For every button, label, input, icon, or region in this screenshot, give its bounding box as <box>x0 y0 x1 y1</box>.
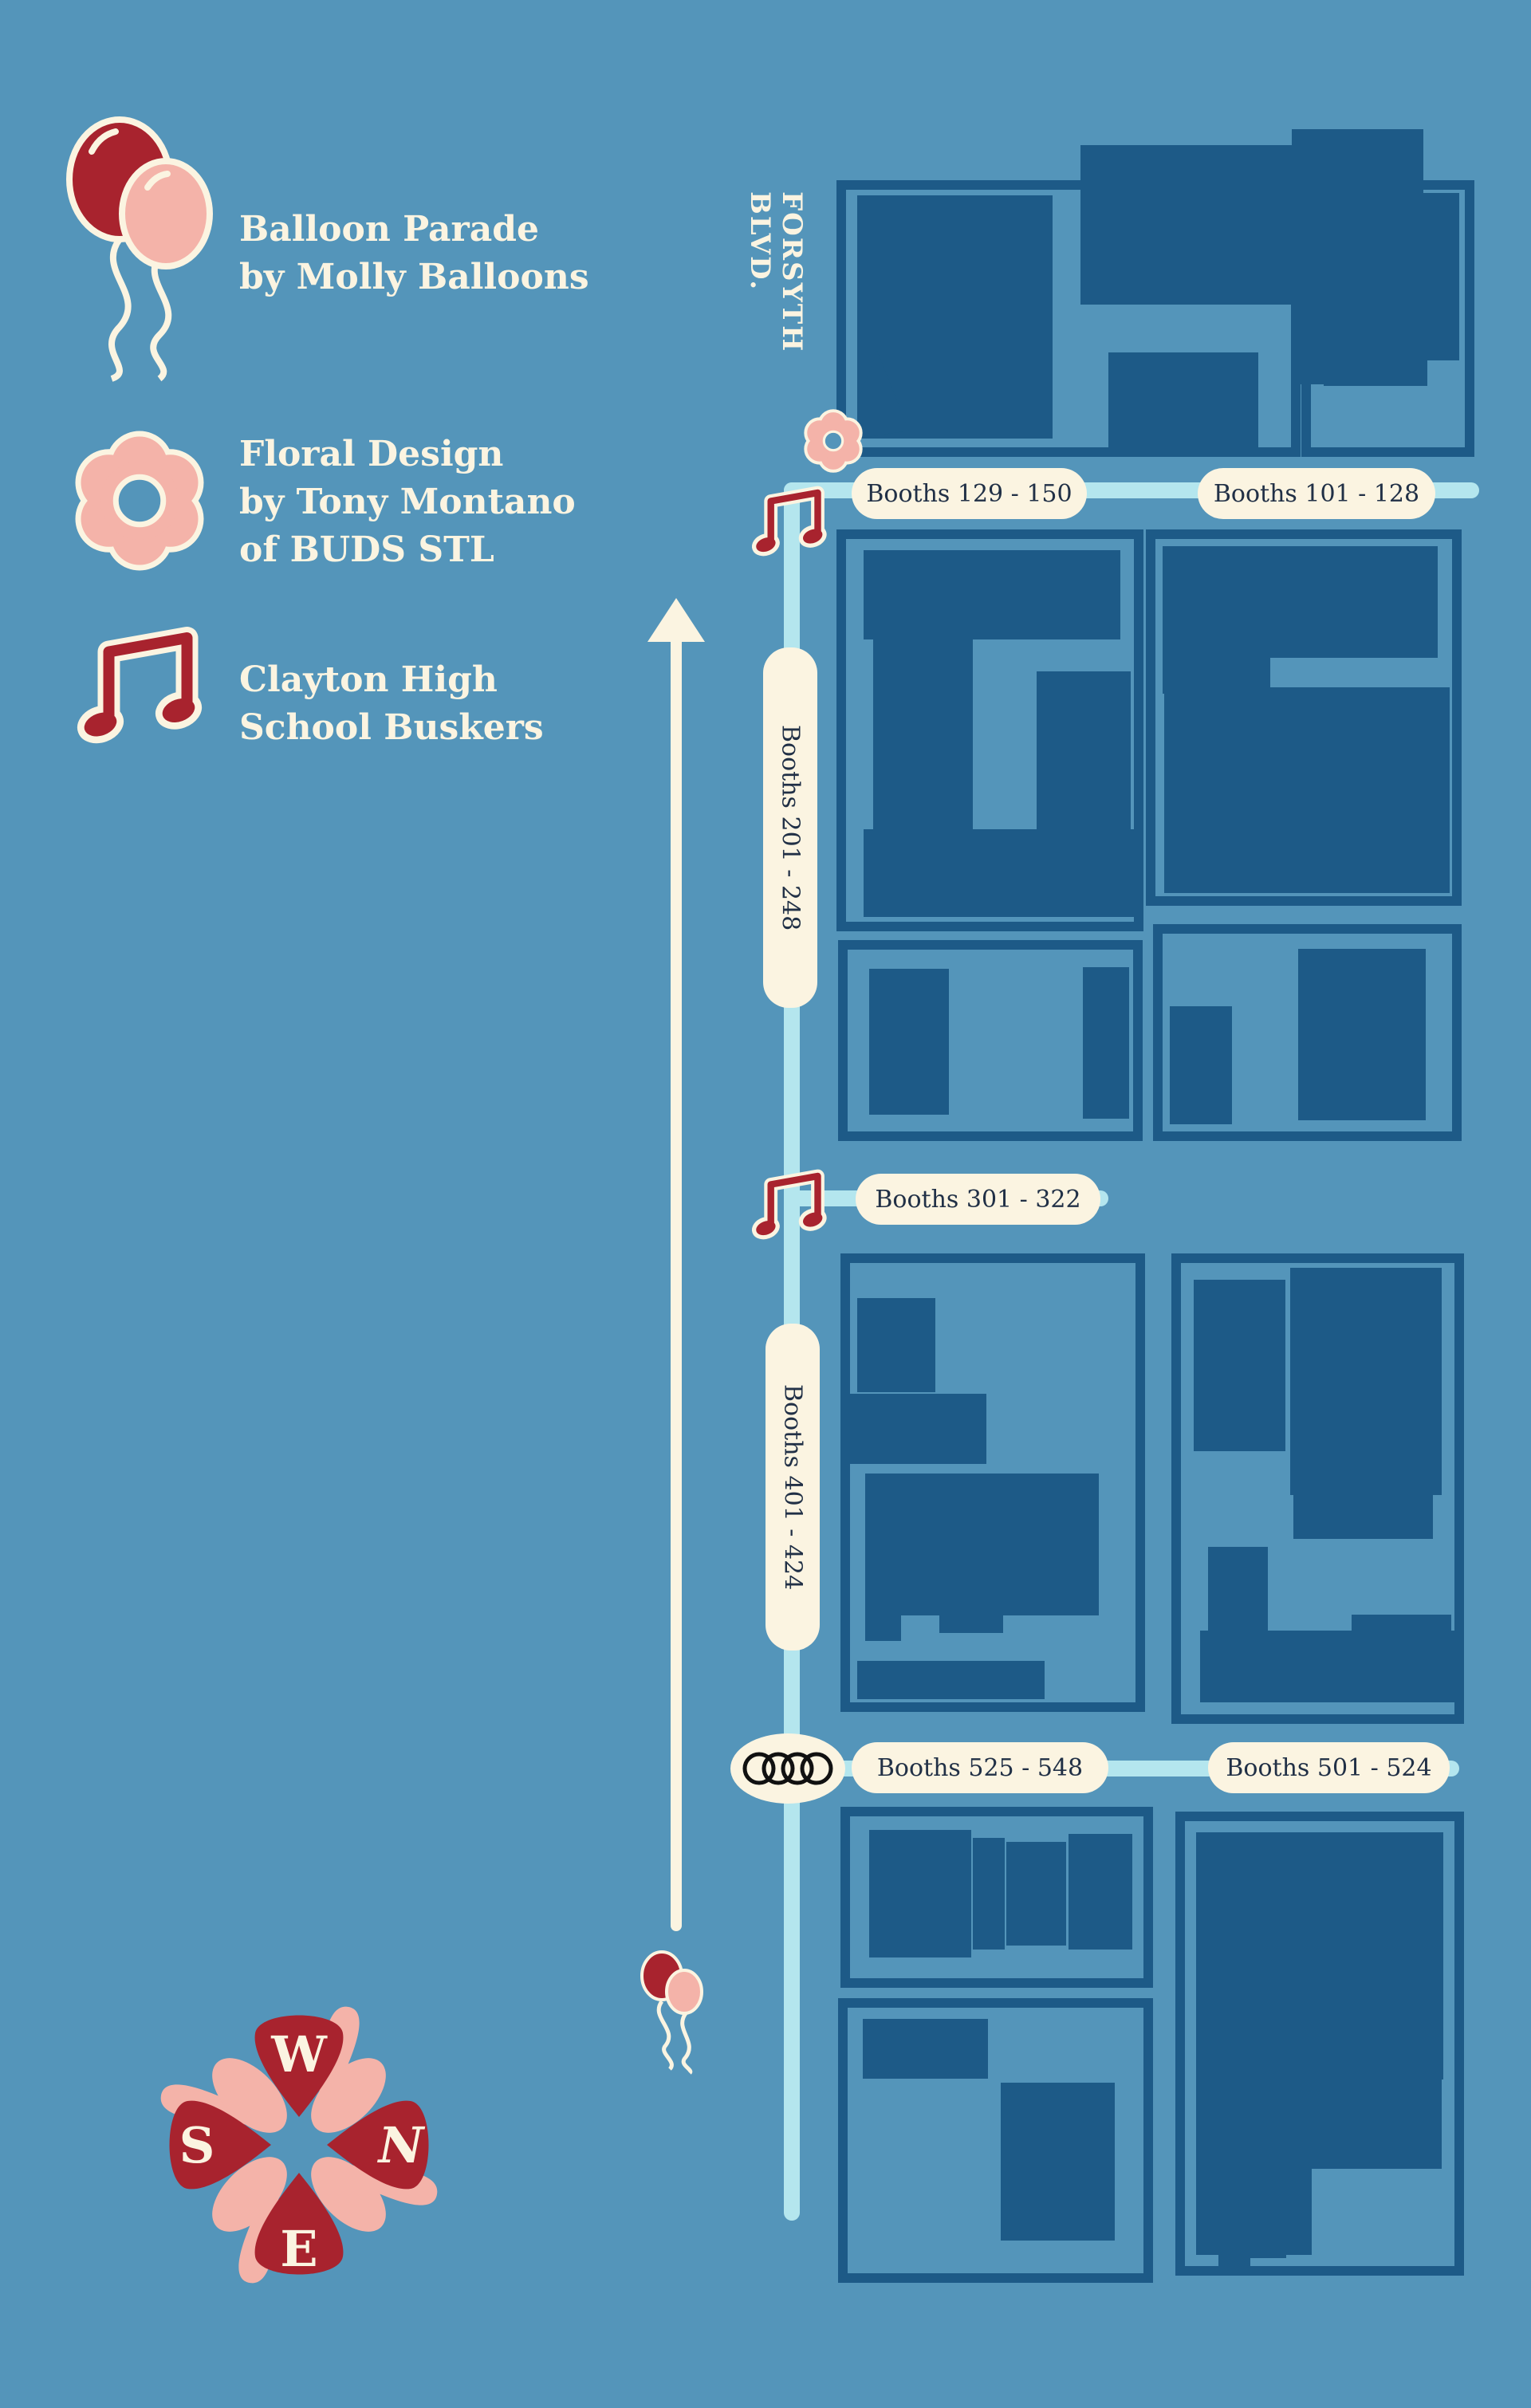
legend-line: by Molly Balloons <box>239 257 589 297</box>
compass-left-letter: S <box>179 2116 215 2174</box>
balloon-marker <box>640 1950 703 2075</box>
block-outline <box>1146 529 1462 906</box>
block-outline <box>1153 924 1462 1141</box>
block-outline <box>840 1253 1145 1712</box>
legend-line: School Buskers <box>239 707 544 748</box>
music-note-icon <box>77 638 202 744</box>
flower-marker <box>807 412 860 470</box>
legend-balloon-parade: Balloon Parade by Molly Balloons <box>239 206 589 301</box>
block-outline <box>838 940 1143 1141</box>
legend-line: of BUDS STL <box>239 529 494 570</box>
block-outline <box>840 1807 1153 1988</box>
block-outline <box>838 1998 1153 2283</box>
legend-line: Floral Design <box>239 434 504 474</box>
booth-label: Booths 525 - 548 <box>852 1742 1108 1793</box>
rings-marker <box>730 1733 845 1804</box>
street-label: FORSYTH BLVD. <box>744 191 808 353</box>
block-outline <box>836 529 1143 931</box>
compass-right-letter: N <box>377 2116 426 2174</box>
legend-line: Balloon Parade <box>239 209 539 250</box>
parade-route-arrow <box>647 598 705 1931</box>
city-blocks <box>836 180 1474 2283</box>
compass-bottom-letter: E <box>280 2220 317 2278</box>
buildings <box>847 129 1459 2266</box>
compass-rose: W N E S <box>160 2006 438 2284</box>
legend-line: by Tony Montano <box>239 482 576 522</box>
booth-label: Booths 301 - 322 <box>856 1174 1100 1225</box>
legend-line: Clayton High <box>239 659 498 700</box>
balloon-icon <box>66 116 213 382</box>
booth-label: Booths 501 - 524 <box>1208 1742 1450 1793</box>
block-outline <box>1171 1253 1464 1724</box>
booth-label: Booths 201 - 248 <box>763 647 817 1008</box>
legend-floral-design: Floral Design by Tony Montano of BUDS ST… <box>239 431 576 574</box>
booth-label: Booths 401 - 424 <box>766 1324 820 1651</box>
booth-label: Booths 101 - 128 <box>1198 468 1435 519</box>
flower-icon <box>81 437 199 565</box>
booth-label: Booths 129 - 150 <box>852 468 1087 519</box>
legend-clayton-buskers: Clayton High School Buskers <box>239 656 544 752</box>
compass-top-letter: W <box>270 2025 328 2083</box>
block-outline <box>1175 1812 1464 2276</box>
